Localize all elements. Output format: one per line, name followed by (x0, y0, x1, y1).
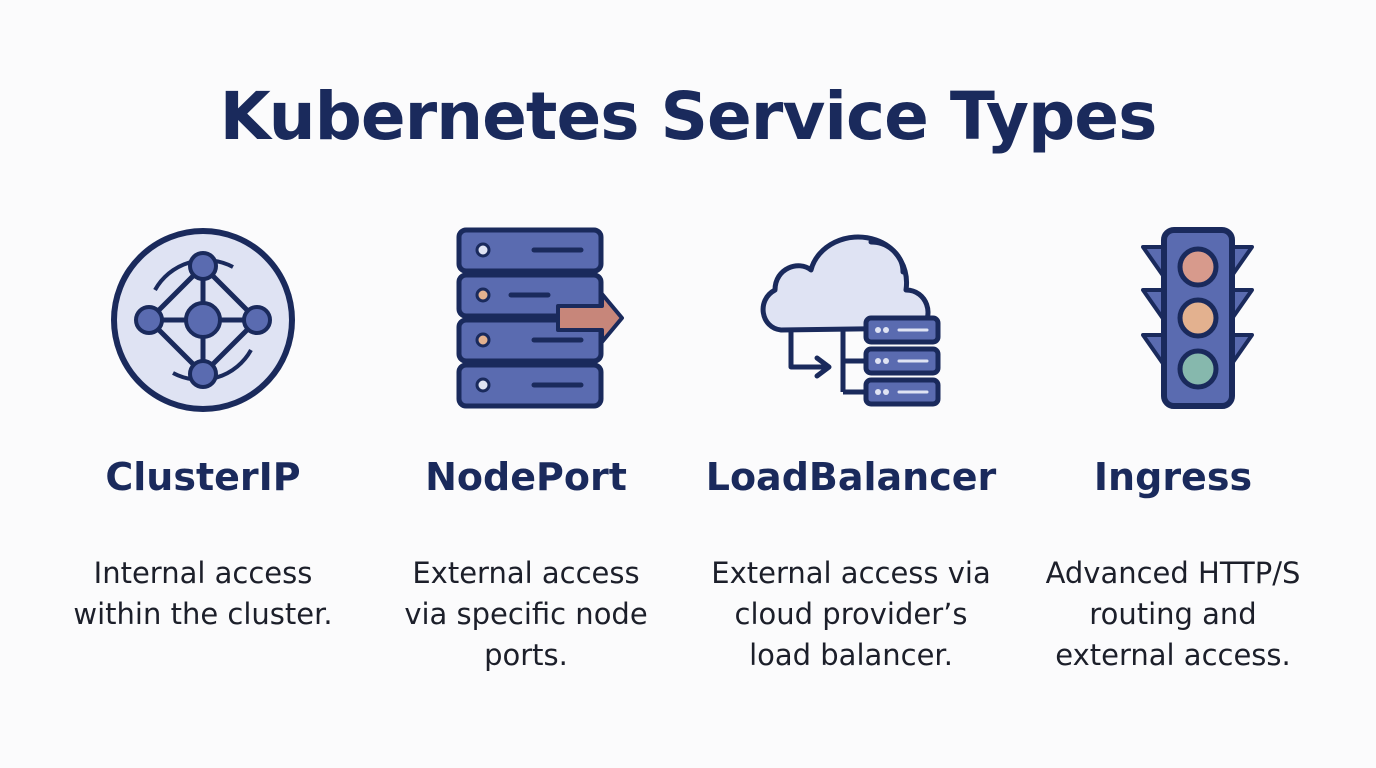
service-name: ClusterIP (105, 455, 301, 499)
service-card-clusterip: ClusterIP Internal access within the clu… (38, 220, 368, 700)
service-description: External access via specific node ports. (361, 553, 691, 676)
traffic-light-icon (1073, 220, 1273, 420)
description-line: ports. (484, 638, 568, 672)
description-line: load balancer. (749, 638, 953, 672)
service-description: External access via cloud provider’s loa… (686, 553, 1016, 676)
page-title: Kubernetes Service Types (219, 78, 1158, 155)
service-card-nodeport: NodePort External access via specific no… (361, 220, 691, 700)
description-line: external access. (1055, 638, 1291, 672)
description-line: External access (412, 556, 640, 590)
description-line: via specific node (404, 597, 648, 631)
description-line: External access via (711, 556, 991, 590)
description-line: Advanced HTTP/S (1045, 556, 1301, 590)
server-port-icon (426, 220, 626, 420)
service-description: Advanced HTTP/S routing and external acc… (1008, 553, 1338, 676)
description-line: Internal access (93, 556, 313, 590)
cloud-server-icon (751, 220, 951, 420)
description-line: within the cluster. (73, 597, 333, 631)
service-name: LoadBalancer (705, 455, 997, 499)
description-line: cloud provider’s (734, 597, 968, 631)
network-node-icon (103, 220, 303, 420)
service-name: Ingress (1093, 455, 1253, 499)
description-line: routing and (1089, 597, 1257, 631)
service-card-loadbalancer: LoadBalancer External access via cloud p… (686, 220, 1016, 700)
service-name: NodePort (425, 455, 627, 499)
service-description: Internal access within the cluster. (38, 553, 368, 635)
service-card-ingress: Ingress Advanced HTTP/S routing and exte… (1008, 220, 1338, 700)
